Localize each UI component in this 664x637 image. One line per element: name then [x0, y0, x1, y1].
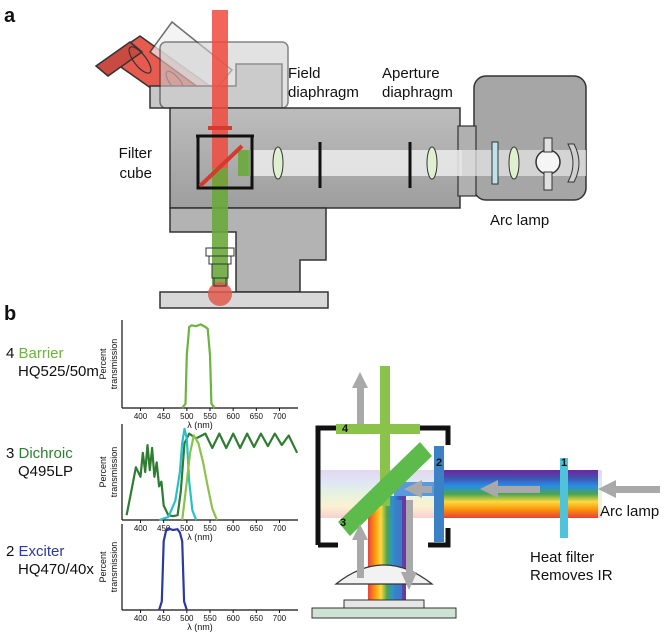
y-axis-label-1: Percent — [98, 348, 108, 380]
filter-model: HQ470/40x — [18, 561, 94, 578]
aperture-diaphragm-label-2: diaphragm — [382, 84, 453, 101]
x-axis-label: λ (nm) — [187, 622, 213, 632]
heat-filter-note: Removes IR — [530, 567, 613, 584]
filter-label-dichroic: 3 Dichroic Q495LP — [6, 445, 73, 480]
field-diaphragm-label-2: diaphragm — [288, 84, 359, 101]
filter-cube — [196, 126, 254, 190]
slide — [311, 607, 457, 619]
panel-b-label: b — [4, 303, 16, 325]
cube-number-barrier: 4 — [342, 423, 349, 435]
lower-body — [169, 207, 327, 293]
y-axis-label-2: transmission — [109, 447, 119, 498]
specimen — [208, 282, 232, 306]
x-axis-label: λ (nm) — [187, 532, 213, 542]
x-tick-label: 600 — [226, 524, 240, 533]
x-tick-label: 450 — [157, 614, 171, 623]
panel-a: a — [4, 5, 587, 309]
excitation-beam — [212, 168, 228, 286]
filter-cube-label-1: Filter — [119, 145, 152, 162]
stage — [159, 291, 329, 309]
y-axis-label-1: Percent — [98, 551, 108, 583]
filter-index: 4 — [6, 345, 14, 362]
x-tick-label: 650 — [250, 412, 264, 421]
x-tick-label: 600 — [226, 412, 240, 421]
objective — [205, 247, 235, 287]
x-tick-label: 500 — [180, 524, 194, 533]
x-tick-label: 550 — [203, 412, 217, 421]
field-diaphragm-label-1: Field — [288, 65, 321, 82]
svg-text:2 Exciter: 2 Exciter — [6, 543, 64, 560]
y-axis-label-2: transmission — [109, 542, 119, 593]
emission-column — [380, 366, 390, 506]
filter-index: 3 — [6, 445, 14, 462]
x-tick-label: 500 — [180, 412, 194, 421]
panel-a-label: a — [4, 5, 16, 27]
filter-model: HQ525/50m — [18, 363, 99, 380]
heat-filter-a — [491, 141, 499, 185]
x-tick-label: 650 — [250, 614, 264, 623]
illumination-path — [248, 150, 462, 176]
x-tick-label: 700 — [273, 412, 287, 421]
exciter-filter — [434, 446, 444, 542]
dichroic-mirror — [338, 442, 432, 536]
y-axis-label-2: transmission — [109, 339, 119, 390]
x-tick-label: 400 — [134, 614, 148, 623]
lamp-spectrum-band — [436, 470, 598, 518]
x-tick-label: 500 — [180, 614, 194, 623]
x-tick-label: 650 — [250, 524, 264, 533]
lamp-lens — [508, 146, 520, 180]
heat-filter-label: Heat filter — [530, 549, 594, 566]
svg-text:4 Barrier: 4 Barrier — [6, 345, 64, 362]
filter-name: Barrier — [19, 345, 64, 362]
x-tick-label: 600 — [226, 614, 240, 623]
x-tick-label: 400 — [134, 524, 148, 533]
x-axis-label: λ (nm) — [187, 420, 213, 430]
svg-text:3 Dichroic: 3 Dichroic — [6, 445, 73, 462]
x-tick-label: 450 — [157, 524, 171, 533]
cube-number-exciter: 2 — [436, 457, 442, 469]
filter-label-exciter: 2 Exciter HQ470/40x — [6, 543, 94, 578]
x-tick-label: 550 — [203, 614, 217, 623]
filter-index: 2 — [6, 543, 14, 560]
spectrum-series-0 — [125, 432, 299, 518]
spectrum-series-1 — [158, 427, 198, 522]
arc-lamp-bulb — [535, 137, 561, 191]
heat-filter — [560, 458, 568, 538]
filter-model: Q495LP — [18, 463, 73, 480]
lens-2 — [426, 146, 438, 180]
panel-b: b 4 Barrier HQ525/50m 3 Dichroic Q495LP … — [4, 303, 660, 632]
filter-name: Dichroic — [19, 445, 74, 462]
objective-lens — [334, 564, 434, 585]
cube-number-heat-filter: 1 — [561, 457, 567, 469]
x-tick-label: 700 — [273, 614, 287, 623]
arc-lamp-label: Arc lamp — [490, 212, 549, 229]
cube-schematic: 4 2 3 1 — [311, 366, 660, 619]
filter-cube-label-2: cube — [119, 165, 152, 182]
spectrum-series-2 — [181, 434, 218, 521]
x-tick-label: 700 — [273, 524, 287, 533]
x-tick-label: 400 — [134, 412, 148, 421]
spectrum-series-0 — [181, 323, 216, 409]
light-direction-arrows — [352, 372, 660, 590]
filter-name: Exciter — [19, 543, 65, 560]
barrier-filter — [336, 424, 420, 434]
reflector — [567, 143, 580, 183]
spectrum-series-0 — [158, 527, 188, 611]
lens-1 — [272, 146, 284, 180]
y-axis-label-1: Percent — [98, 456, 108, 488]
x-tick-label: 450 — [157, 412, 171, 421]
filter-label-barrier: 4 Barrier HQ525/50m — [6, 345, 99, 380]
x-tick-label: 550 — [203, 524, 217, 533]
aperture-diaphragm-label-1: Aperture — [382, 65, 440, 82]
cube-number-dichroic: 3 — [340, 517, 346, 529]
arc-lamp-label-b: Arc lamp — [600, 503, 659, 520]
emission-beam — [212, 10, 228, 186]
